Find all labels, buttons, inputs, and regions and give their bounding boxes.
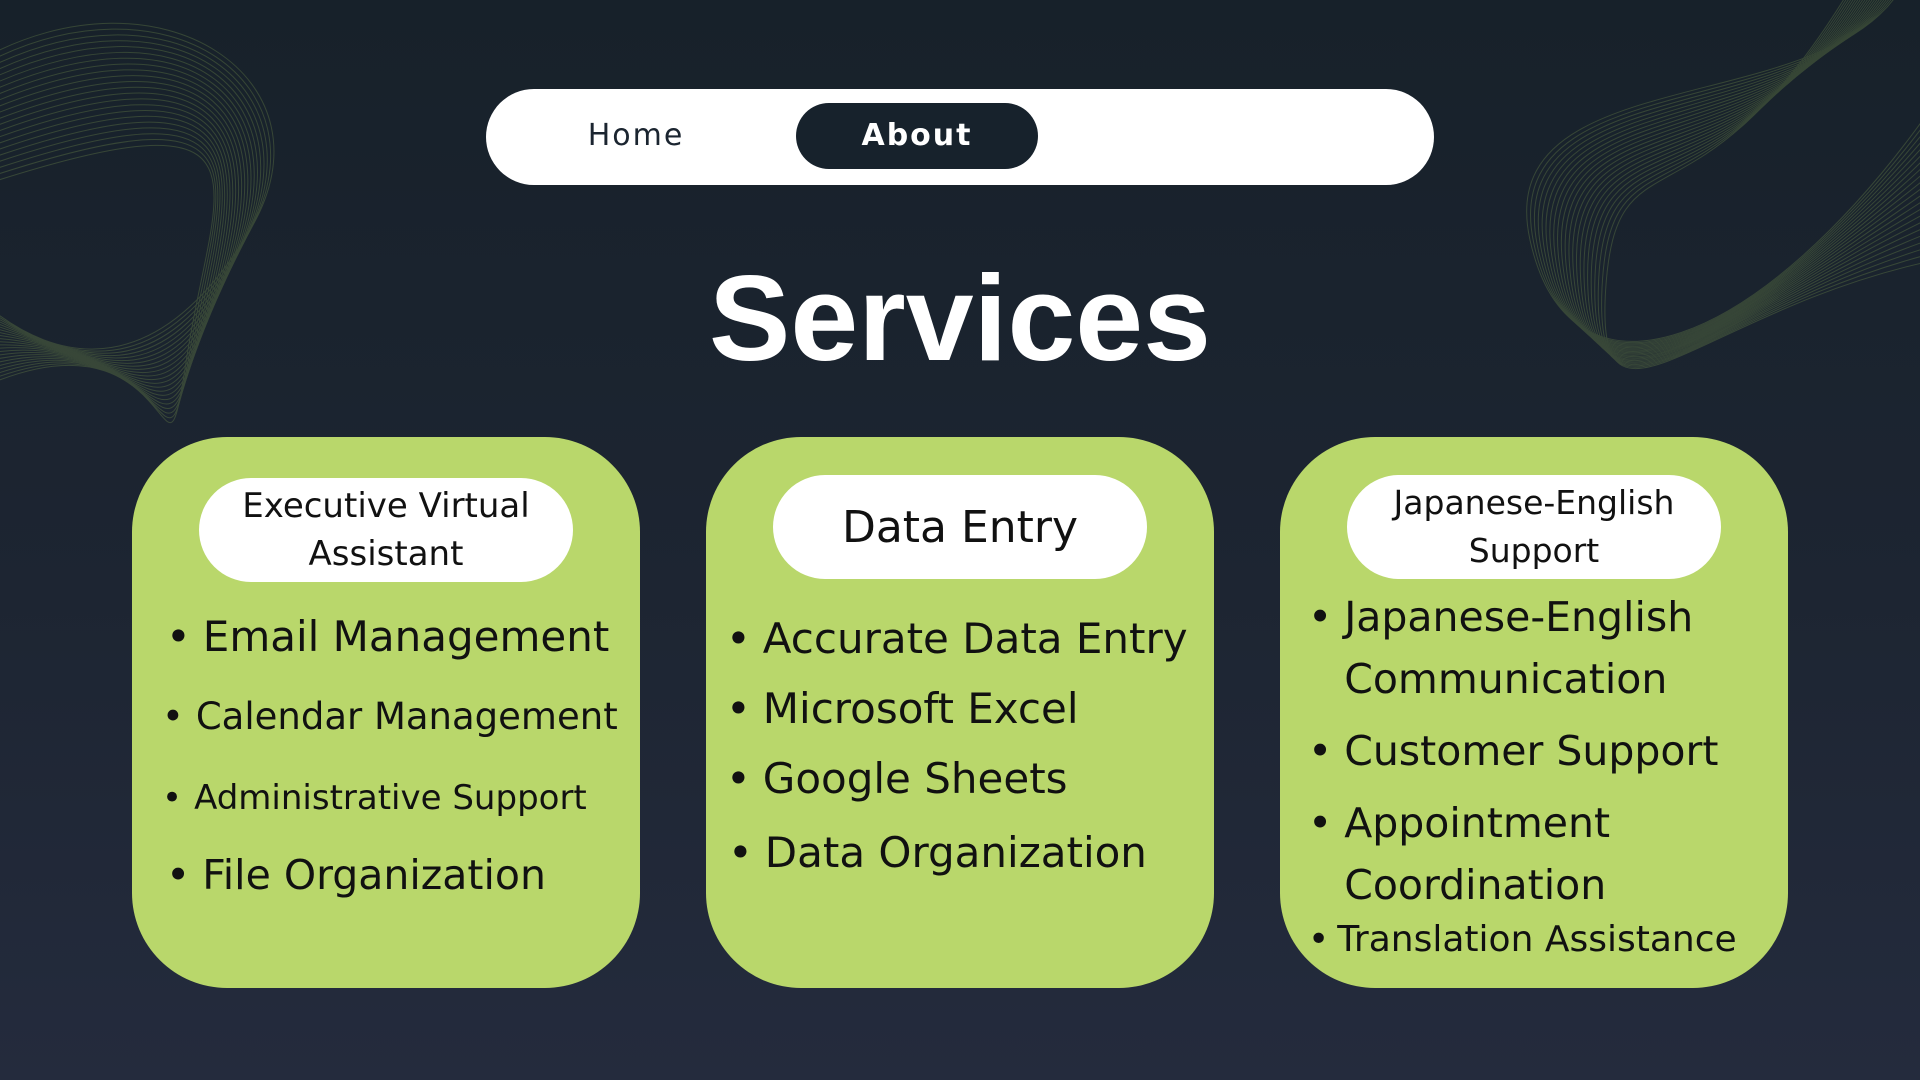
list-item-label: Administrative Support — [194, 778, 587, 818]
list-item: • Calendar Management — [162, 695, 618, 738]
list-item-label: Japanese-English Communication — [1344, 593, 1694, 703]
list-item-label: Customer Support — [1344, 727, 1719, 775]
bullet-icon: • — [726, 754, 751, 803]
list-item-label: Data Organization — [764, 828, 1147, 877]
service-card-japanese-english-support: Japanese-English Support •Japanese-Engli… — [1280, 437, 1788, 988]
list-item-label: Email Management — [202, 612, 610, 661]
bullet-icon: • — [1308, 799, 1333, 847]
list-item: •Translation Assistance — [1308, 919, 1737, 960]
bullet-icon: • — [166, 851, 191, 899]
list-item: •Accurate Data Entry — [726, 614, 1188, 663]
list-item: •Google Sheets — [726, 754, 1068, 803]
nav-home-link[interactable]: Home — [587, 118, 685, 153]
card-title-pill: Japanese-English Support — [1347, 475, 1721, 579]
list-item-label: File Organization — [202, 851, 546, 899]
list-item: •Data Organization — [728, 828, 1147, 877]
list-item-label: Microsoft Excel — [762, 684, 1079, 733]
card-title: Japanese-English Support — [1393, 483, 1675, 570]
bullet-icon: • — [1308, 919, 1330, 960]
card-title: Executive Virtual Assistant — [242, 486, 530, 574]
list-item-label: Appointment Coordination — [1344, 799, 1611, 909]
list-item: •Appointment Coordination — [1308, 792, 1674, 916]
bullet-icon: • — [1308, 593, 1333, 641]
service-card-executive-virtual-assistant: Executive Virtual Assistant •Email Manag… — [132, 437, 640, 988]
bullet-icon: • — [166, 612, 191, 661]
list-item: •File Organization — [166, 851, 546, 899]
list-item: •Email Management — [166, 612, 609, 661]
list-item: •Microsoft Excel — [726, 684, 1079, 733]
list-item-label: Translation Assistance — [1337, 919, 1737, 960]
bullet-icon: • — [1308, 727, 1333, 775]
nav-about-link[interactable]: About — [796, 103, 1038, 169]
bullet-icon: • — [726, 684, 751, 733]
service-card-data-entry: Data Entry •Accurate Data Entry •Microso… — [706, 437, 1214, 988]
list-item: •Japanese-English Communication — [1308, 586, 1724, 710]
top-navigation-bar: Home About — [486, 89, 1434, 185]
card-title: Data Entry — [841, 501, 1079, 553]
card-title-pill: Executive Virtual Assistant — [199, 478, 573, 582]
list-item: • Administrative Support — [162, 778, 587, 818]
card-title-pill: Data Entry — [773, 475, 1147, 579]
bullet-icon: • — [162, 695, 184, 738]
bullet-icon: • — [728, 828, 753, 877]
list-item-label: Google Sheets — [762, 754, 1068, 803]
list-item: •Customer Support — [1308, 727, 1718, 775]
list-item-label: Calendar Management — [195, 695, 618, 738]
list-item-label: Accurate Data Entry — [762, 614, 1188, 663]
page-title: Services — [709, 250, 1211, 386]
bullet-icon: • — [726, 614, 751, 663]
bullet-icon: • — [162, 778, 183, 818]
